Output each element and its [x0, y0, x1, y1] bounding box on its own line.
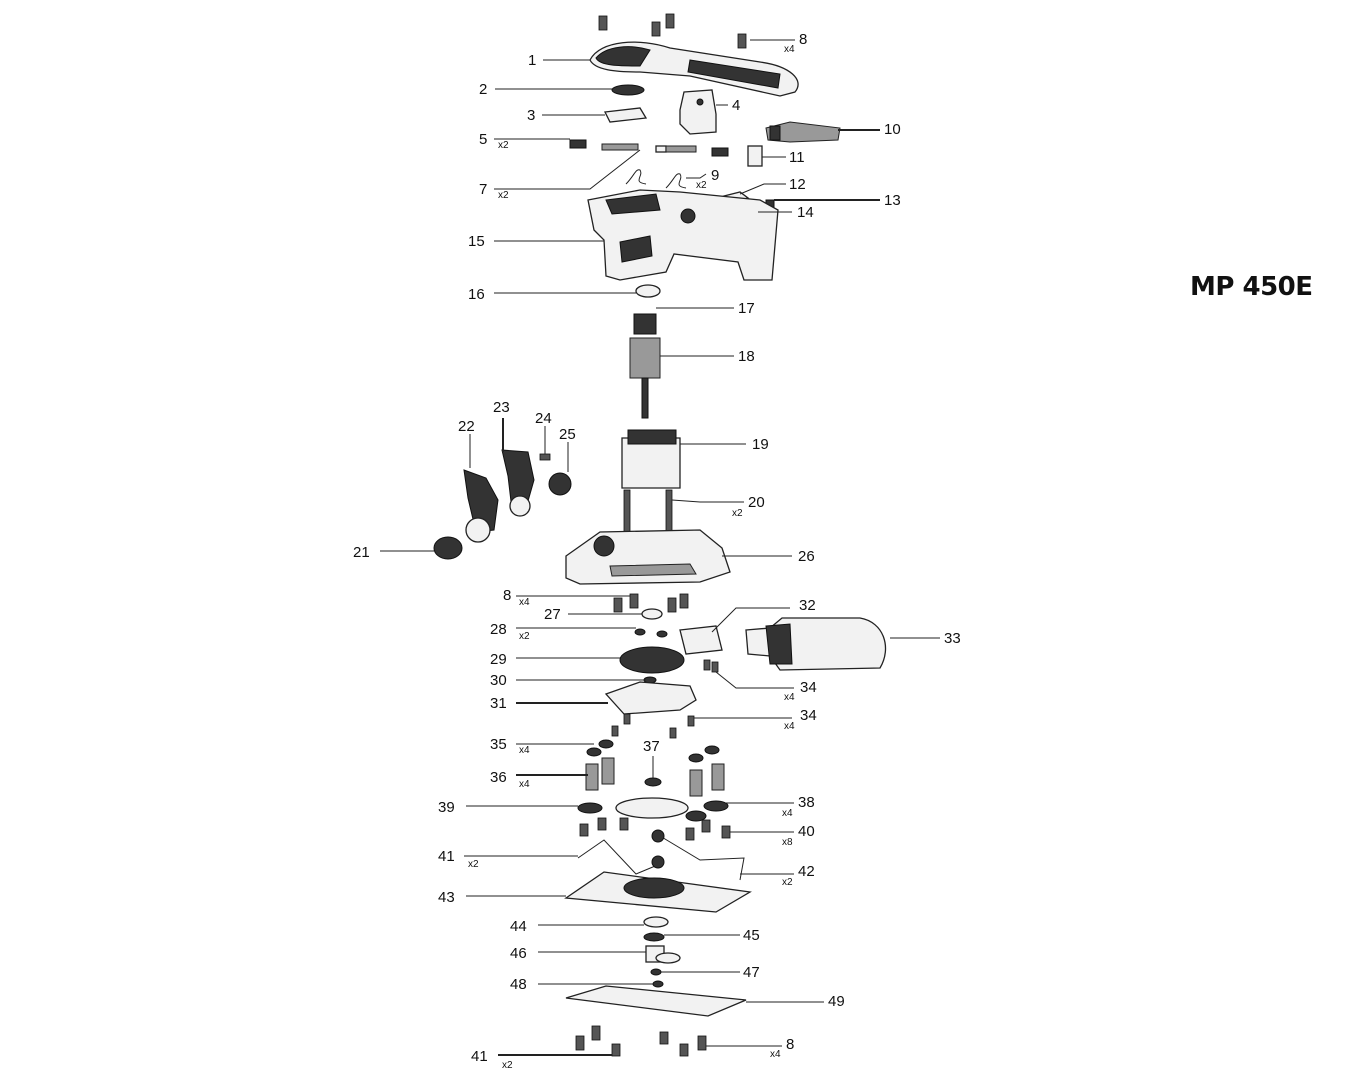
- label-20: 20: [748, 494, 765, 511]
- leader-lines: [380, 39, 940, 1056]
- label-10: 10: [884, 121, 901, 138]
- plate: [604, 107, 648, 123]
- bearing-upper: [635, 284, 661, 298]
- label-13: 13: [884, 192, 901, 209]
- label-30: 30: [490, 672, 507, 689]
- label-18: 18: [738, 348, 755, 365]
- label-37: 37: [643, 738, 660, 755]
- label-8-bottom: 8: [786, 1036, 794, 1053]
- label-4: 4: [732, 97, 740, 114]
- label-14: 14: [797, 204, 814, 221]
- part-number-labels: 1 2 3 4 8 5 7 10 11 9 12 13 14 15 16 17 …: [353, 31, 961, 1065]
- fan: [619, 646, 685, 674]
- fan-bracket: [604, 681, 697, 715]
- label-38: 38: [798, 794, 815, 811]
- cord-guard: [765, 121, 841, 143]
- label-28: 28: [490, 621, 507, 638]
- label-29: 29: [490, 651, 507, 668]
- label-7: 7: [479, 181, 487, 198]
- label-22: 22: [458, 418, 475, 435]
- spring-coil: [611, 84, 645, 96]
- label-36: 36: [490, 769, 507, 786]
- qty-20: x2: [732, 508, 743, 519]
- label-41-upper: 41: [438, 848, 455, 865]
- sanding-pad: [565, 985, 747, 1017]
- label-16: 16: [468, 286, 485, 303]
- label-2: 2: [479, 81, 487, 98]
- label-35: 35: [490, 736, 507, 753]
- qty-8-mid: x4: [519, 597, 530, 608]
- qty-7: x2: [498, 190, 509, 201]
- qty-41-upper: x2: [468, 859, 479, 870]
- label-24: 24: [535, 410, 552, 427]
- label-43: 43: [438, 889, 455, 906]
- label-34-lower: 34: [800, 707, 817, 724]
- label-17: 17: [738, 300, 755, 317]
- label-47: 47: [743, 964, 760, 981]
- label-12: 12: [789, 176, 806, 193]
- label-39: 39: [438, 799, 455, 816]
- label-32: 32: [799, 597, 816, 614]
- label-11: 11: [789, 149, 805, 166]
- qty-8-top: x4: [784, 44, 795, 55]
- qty-38: x4: [782, 808, 793, 819]
- qty-9: x2: [696, 180, 707, 191]
- dust-port-cap: [433, 536, 463, 560]
- top-screws: [598, 13, 747, 49]
- qty-34-lower: x4: [784, 721, 795, 732]
- qty-28: x2: [519, 631, 530, 642]
- label-8-top: 8: [799, 31, 807, 48]
- label-3: 3: [527, 107, 535, 124]
- label-46: 46: [510, 945, 527, 962]
- label-31: 31: [490, 695, 507, 712]
- label-23: 23: [493, 399, 510, 416]
- label-19: 19: [752, 436, 769, 453]
- label-1: 1: [528, 52, 536, 69]
- label-48: 48: [510, 976, 527, 993]
- switch-block: [679, 89, 717, 135]
- label-40: 40: [798, 823, 815, 840]
- qty-36: x4: [519, 779, 530, 790]
- label-41-lower: 41: [471, 1048, 488, 1065]
- armature-commutator: [633, 313, 657, 335]
- model-title: MP 450E: [1190, 272, 1313, 302]
- qty-8-bottom: x4: [770, 1049, 781, 1060]
- label-27: 27: [544, 606, 561, 623]
- label-44: 44: [510, 918, 527, 935]
- label-9: 9: [711, 167, 719, 184]
- label-15: 15: [468, 233, 485, 250]
- stator: [621, 437, 681, 489]
- armature: [629, 337, 661, 379]
- lower-housing: [565, 529, 731, 585]
- qty-35: x4: [519, 745, 530, 756]
- label-5: 5: [479, 131, 487, 148]
- seal-ring: [615, 797, 689, 819]
- quantity-labels: x4 x2 x2 x2 x2 x4 x2 x4 x4 x4 x4 x4 x8 x…: [468, 44, 795, 1071]
- label-26: 26: [798, 548, 815, 565]
- label-45: 45: [743, 927, 760, 944]
- qty-34-upper: x4: [784, 692, 795, 703]
- label-49: 49: [828, 993, 845, 1010]
- label-34-upper: 34: [800, 679, 817, 696]
- qty-42: x2: [782, 877, 793, 888]
- qty-40: x8: [782, 837, 793, 848]
- parts-drawing: [433, 13, 887, 1057]
- label-8-mid: 8: [503, 587, 511, 604]
- qty-41-lower: x2: [502, 1060, 513, 1071]
- qty-5: x2: [498, 140, 509, 151]
- label-42: 42: [798, 863, 815, 880]
- label-33: 33: [944, 630, 961, 647]
- label-21: 21: [353, 544, 370, 561]
- label-25: 25: [559, 426, 576, 443]
